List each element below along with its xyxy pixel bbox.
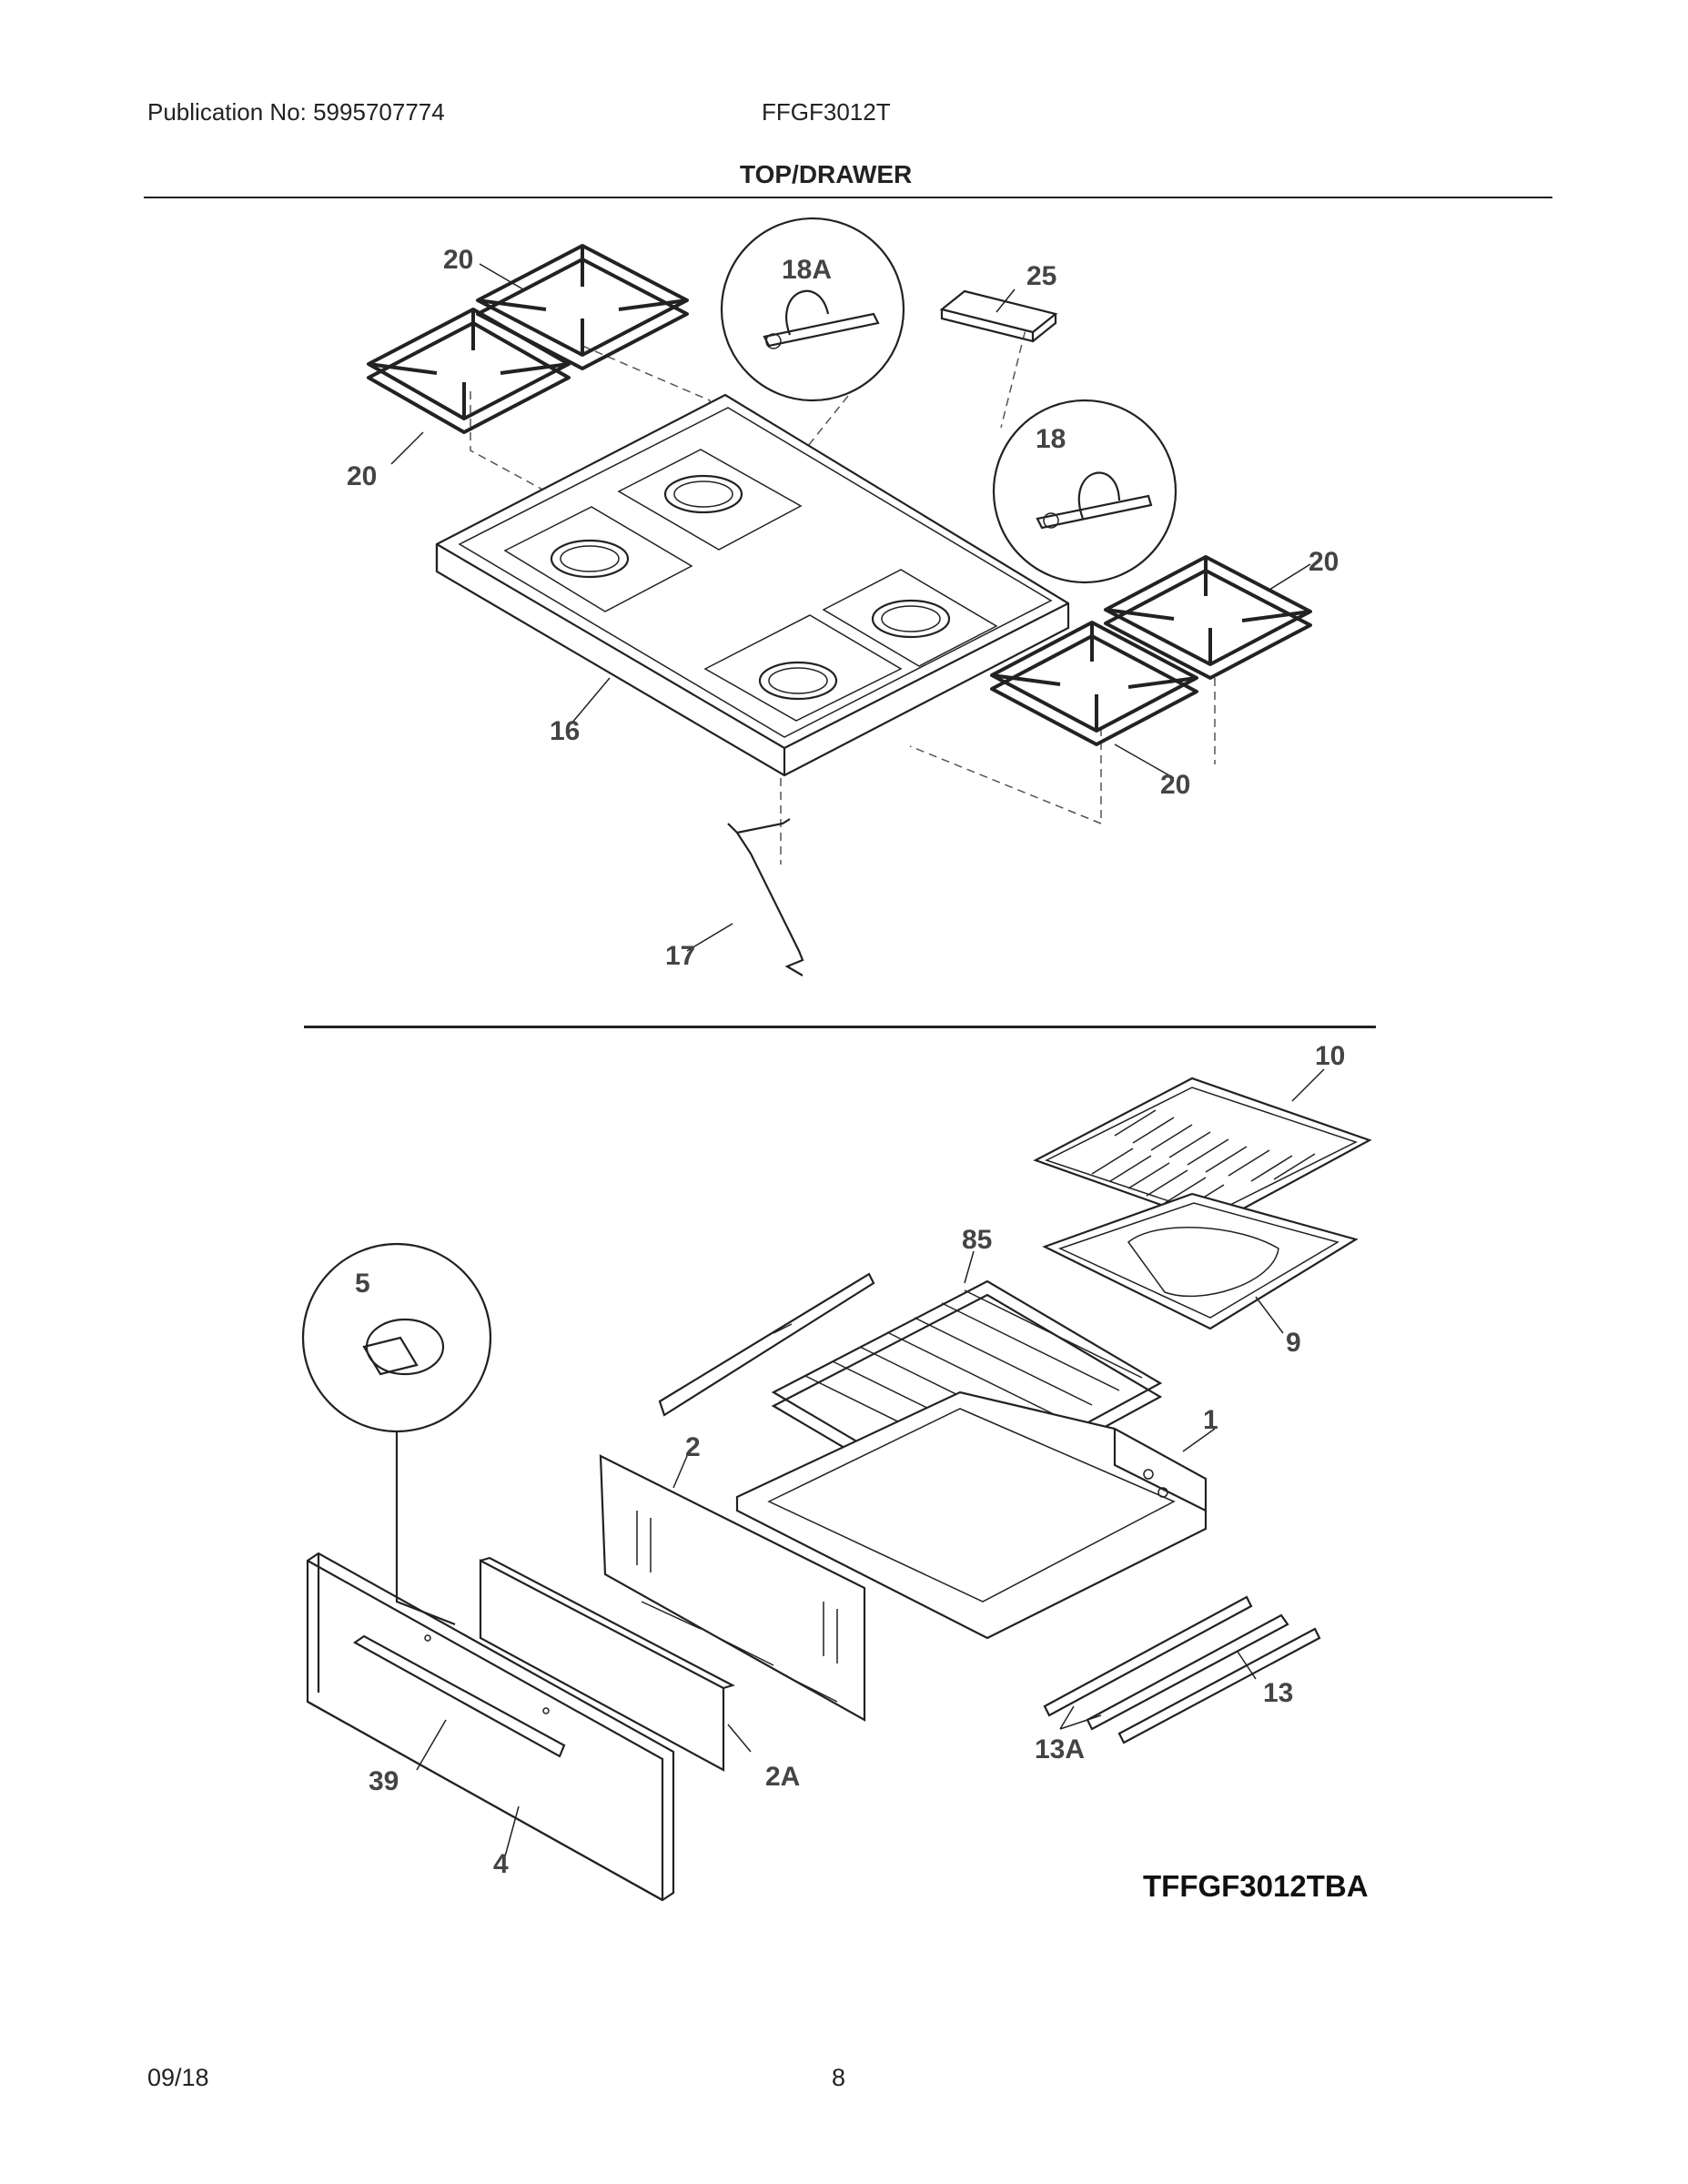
grate-front-right	[990, 621, 1198, 746]
model-number: FFGF3012T	[762, 98, 891, 126]
drawer-back-panel	[599, 1454, 866, 1722]
drawer-front	[306, 1552, 675, 1902]
callout-39: 39	[369, 1766, 399, 1796]
callout-labels: 20 20 18A 25 18 20 16 20 17 10 85 5 9 1 …	[347, 245, 1369, 1903]
page-number: 8	[832, 2064, 846, 2091]
grate-rear-left	[476, 244, 689, 370]
callout-20: 20	[1309, 547, 1339, 577]
detail-circle-18a	[720, 217, 905, 402]
callout-2: 2	[685, 1432, 701, 1462]
grate-front-left	[367, 308, 571, 434]
footer-date: 09/18	[147, 2064, 209, 2091]
drawer-body	[735, 1390, 1208, 1640]
part-25-bracket	[939, 289, 1058, 343]
publication-number: Publication No: 5995707774	[147, 98, 445, 126]
header-rule	[144, 197, 1552, 198]
callout-20: 20	[347, 461, 377, 491]
callout-2a: 2A	[765, 1762, 800, 1792]
callout-5: 5	[355, 1269, 370, 1299]
broiler-pan	[1042, 1192, 1359, 1330]
callout-85: 85	[962, 1225, 992, 1255]
detail-circle-18	[992, 399, 1178, 584]
callout-9: 9	[1286, 1328, 1301, 1358]
drawer-inner-panel	[479, 1556, 735, 1772]
callout-16: 16	[550, 716, 580, 746]
callout-25: 25	[1026, 261, 1056, 291]
callout-13: 13	[1263, 1678, 1293, 1708]
callout-20: 20	[1160, 770, 1190, 800]
callout-10: 10	[1315, 1041, 1345, 1071]
callout-18a: 18A	[782, 255, 832, 285]
leader-lines-top	[390, 263, 1311, 952]
callout-13a: 13A	[1035, 1734, 1085, 1764]
callout-17: 17	[665, 941, 695, 971]
detail-circle-5	[301, 1242, 492, 1626]
callout-18: 18	[1036, 424, 1066, 454]
callout-1: 1	[1203, 1405, 1218, 1435]
diagram-code: TFFGF3012TBA	[1143, 1869, 1369, 1903]
cooktop	[435, 393, 1070, 777]
part-17-wire	[727, 818, 804, 976]
leader-lines-bottom	[416, 1068, 1325, 1857]
drawer-slides	[1043, 1595, 1321, 1744]
callout-20: 20	[443, 245, 473, 275]
section-divider	[304, 1026, 1376, 1028]
section-title: TOP/DRAWER	[740, 160, 913, 188]
callout-4: 4	[493, 1849, 509, 1879]
grate-rear-right	[1104, 555, 1312, 680]
drawer-rail-upper	[658, 1272, 875, 1417]
